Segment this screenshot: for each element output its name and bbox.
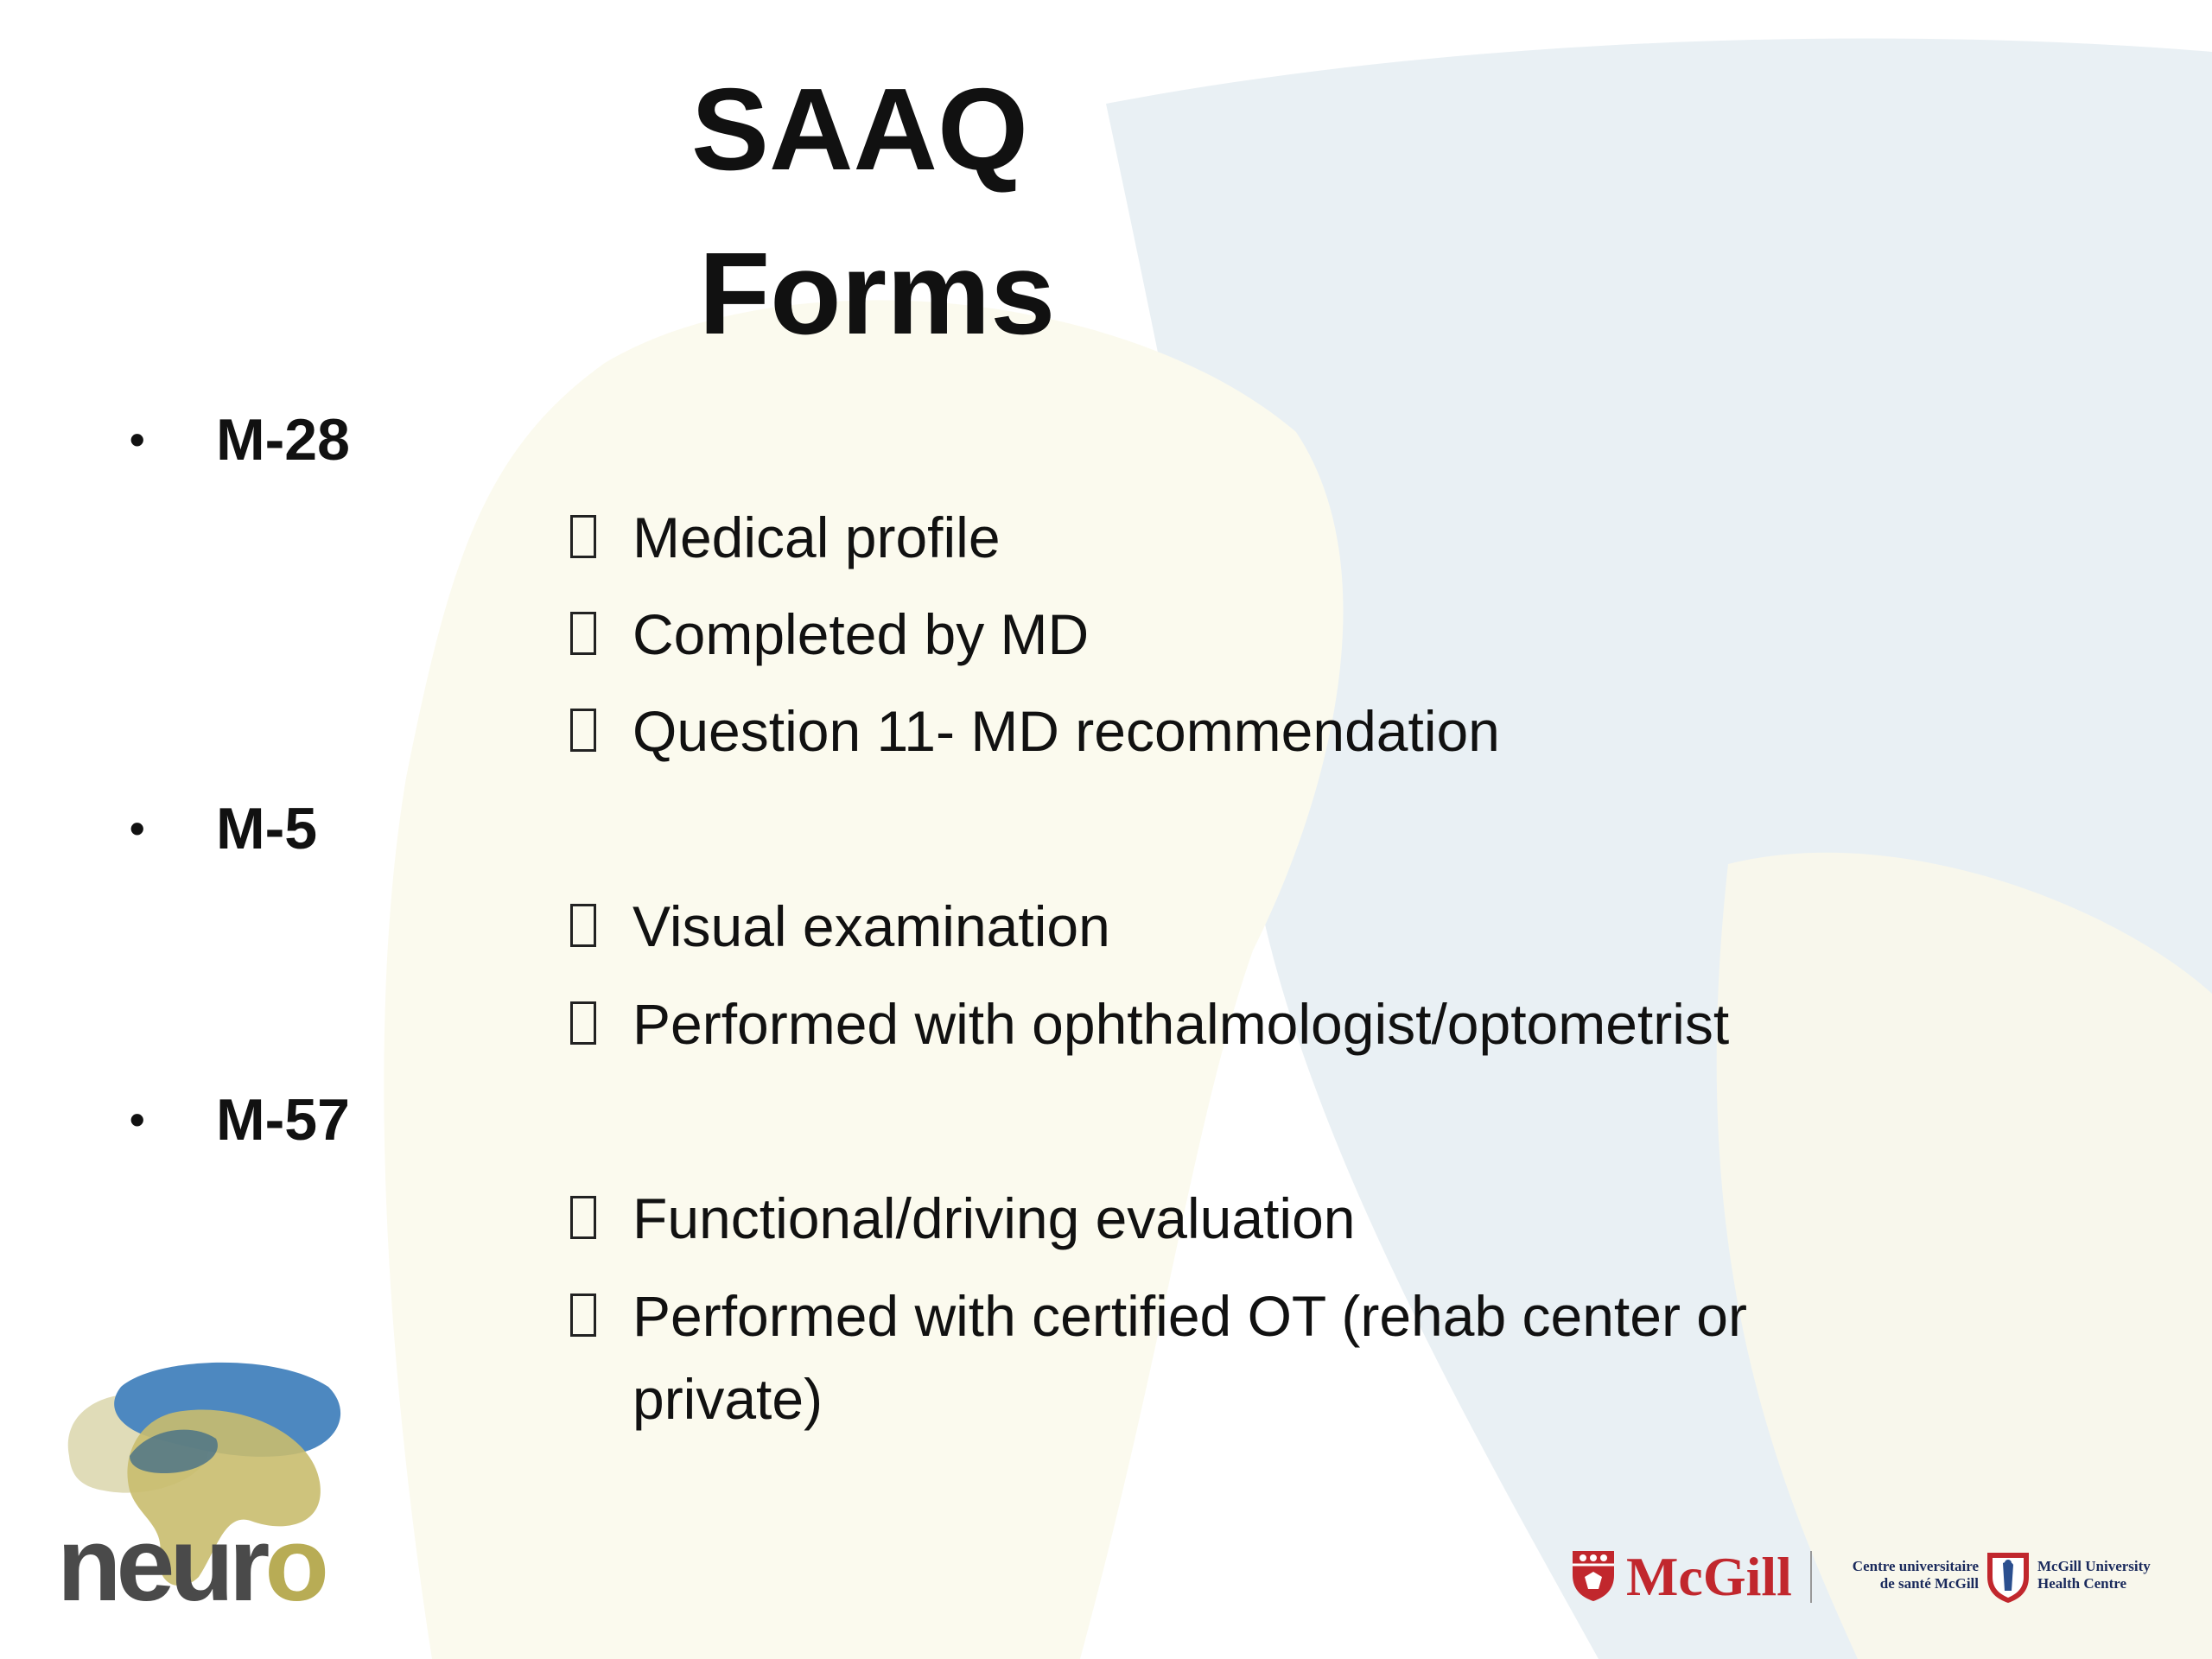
sub-item: Completed by MD	[570, 593, 1918, 676]
cusm-line-1: Centre universitaire	[1852, 1558, 1979, 1574]
bullet-m57: • M-57	[130, 1082, 350, 1154]
sub-item: Performed with ophthalmologist/optometri…	[570, 982, 1918, 1065]
bullet-dot: •	[130, 416, 145, 465]
sub-item-text: Question 11- MD recommendation	[632, 699, 1500, 763]
bullet-label: M-57	[216, 1087, 350, 1154]
sub-item-text: Performed with certified OT (rehab cente…	[632, 1284, 1747, 1431]
muhc-wordmark: McGill University Health Centre	[2037, 1558, 2210, 1592]
sub-item: Question 11- MD recommendation	[570, 690, 1918, 772]
checkbox-glyph-icon	[570, 1196, 596, 1239]
mcgill-shield-icon	[1573, 1551, 1614, 1601]
sub-item: Performed with certified OT (rehab cente…	[570, 1274, 1884, 1440]
muhc-shield-icon	[1987, 1553, 2029, 1603]
checkbox-glyph-icon	[570, 515, 596, 558]
mcgill-wordmark: McGill	[1626, 1546, 1792, 1607]
slide-title-line-2: Forms	[698, 228, 1056, 359]
muhc-line-1: McGill University	[2037, 1558, 2151, 1574]
bullet-label: M-5	[216, 796, 318, 862]
sub-item: Functional/driving evaluation	[570, 1177, 1918, 1260]
checkbox-glyph-icon	[570, 904, 596, 947]
sub-item-text: Functional/driving evaluation	[632, 1186, 1356, 1250]
sub-item-text: Performed with ophthalmologist/optometri…	[632, 992, 1730, 1056]
cusm-line-2: de santé McGill	[1879, 1575, 1979, 1592]
checkbox-glyph-icon	[570, 1001, 596, 1045]
bullet-dot: •	[130, 1096, 145, 1145]
bullet-label: M-28	[216, 407, 350, 474]
sub-item-text: Visual examination	[632, 894, 1110, 958]
sub-item: Medical profile	[570, 496, 1918, 579]
slide-title-line-1: SAAQ	[690, 64, 1029, 194]
checkbox-glyph-icon	[570, 1294, 596, 1337]
bullet-m5: • M-5	[130, 791, 317, 862]
checkbox-glyph-icon	[570, 612, 596, 655]
muhc-line-2: Health Centre	[2037, 1575, 2127, 1592]
bullet-m28: • M-28	[130, 402, 350, 474]
logo-divider	[1810, 1551, 1812, 1603]
sub-item-text: Completed by MD	[632, 602, 1090, 666]
cusm-wordmark: Centre universitaire de santé McGill	[1823, 1558, 1979, 1592]
neuro-logo-text: neuro	[57, 1503, 329, 1624]
neuro-logo-o: o	[264, 1505, 328, 1623]
neuro-logo-main: neur	[57, 1505, 270, 1623]
sub-item: Visual examination	[570, 885, 1918, 968]
neuro-logo-icon	[67, 1362, 341, 1586]
checkbox-glyph-icon	[570, 709, 596, 752]
bullet-dot: •	[130, 804, 145, 854]
sub-item-text: Medical profile	[632, 505, 1001, 569]
